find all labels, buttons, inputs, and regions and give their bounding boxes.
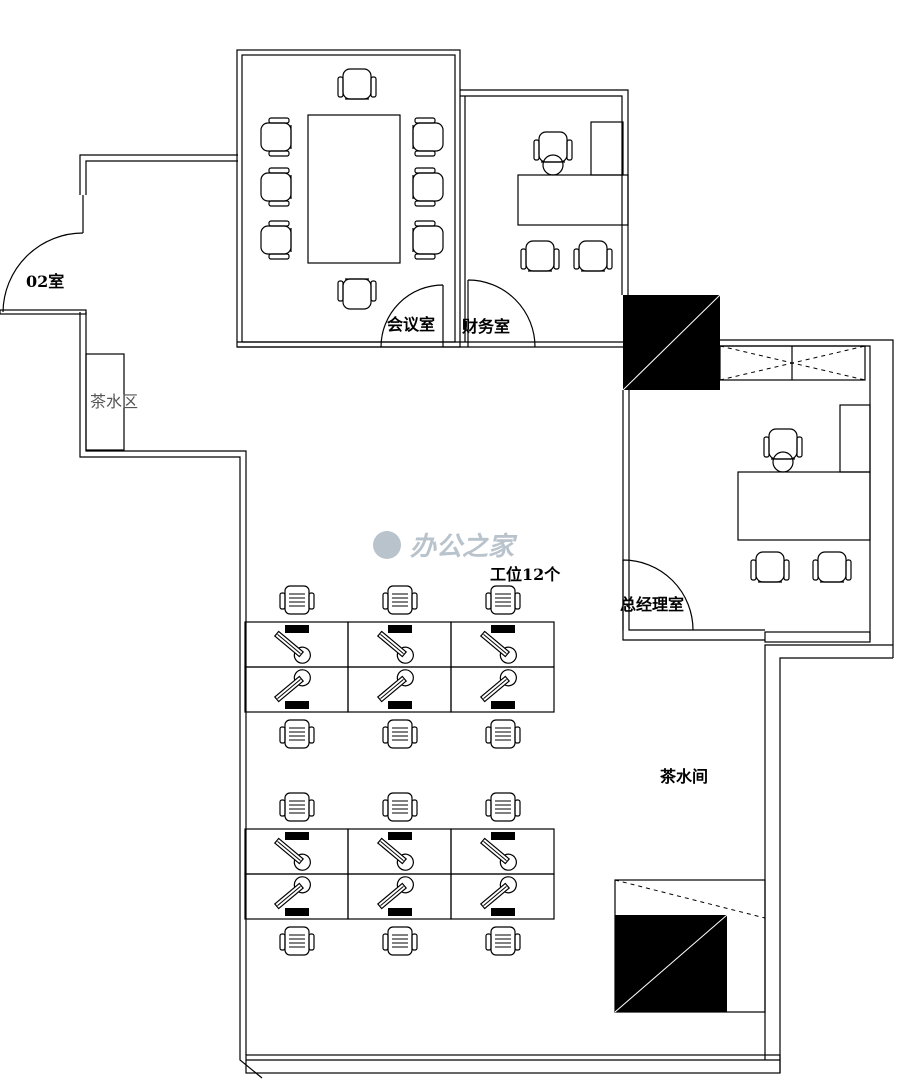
chair	[763, 428, 803, 460]
chair	[412, 117, 444, 157]
keyboard	[285, 908, 309, 916]
label-tea-room: 茶水间	[659, 767, 708, 786]
cabinet	[590, 121, 624, 176]
label-room-02: 02室	[26, 272, 64, 291]
workstation	[450, 666, 555, 749]
keyboard	[285, 832, 309, 840]
chair	[533, 131, 573, 163]
office-chair	[382, 719, 418, 749]
keyboard	[388, 625, 412, 633]
cabinet	[839, 404, 871, 473]
monitor	[273, 837, 311, 871]
office-chair	[382, 792, 418, 822]
label-finance-room: 财务室	[461, 317, 510, 336]
workstation	[347, 873, 452, 956]
workstation	[347, 666, 452, 749]
keyboard	[491, 908, 515, 916]
chair	[260, 167, 292, 207]
keyboard	[491, 701, 515, 709]
gm-desk	[737, 471, 871, 541]
workstation	[450, 792, 555, 875]
label-workstations: 工位12个	[490, 565, 561, 584]
chair	[520, 240, 560, 272]
finance-desk	[517, 174, 629, 226]
office-chair	[485, 585, 521, 615]
workstation	[450, 873, 555, 956]
office-chair	[382, 926, 418, 956]
office-chair	[279, 792, 315, 822]
office-chair	[485, 719, 521, 749]
chair	[750, 551, 790, 583]
keyboard	[388, 908, 412, 916]
monitor	[479, 669, 517, 703]
keyboard	[285, 701, 309, 709]
chair	[812, 551, 852, 583]
label-meeting-room: 会议室	[387, 315, 435, 334]
monitor	[273, 669, 311, 703]
office-chair	[485, 792, 521, 822]
keyboard	[491, 625, 515, 633]
office-chair	[382, 585, 418, 615]
keyboard	[491, 832, 515, 840]
monitor	[376, 837, 414, 871]
keyboard	[388, 701, 412, 709]
monitor	[376, 876, 414, 910]
workstation	[347, 792, 452, 875]
workstation	[244, 585, 349, 668]
office-chair	[485, 926, 521, 956]
chair	[260, 220, 292, 260]
watermark-logo	[373, 531, 401, 559]
monitor	[479, 630, 517, 664]
chair	[412, 220, 444, 260]
meeting-table	[307, 114, 401, 264]
person	[772, 451, 794, 473]
monitor	[376, 669, 414, 703]
workstation	[244, 792, 349, 875]
monitor	[273, 876, 311, 910]
monitor	[273, 630, 311, 664]
office-chair	[279, 926, 315, 956]
monitor	[479, 876, 517, 910]
person	[542, 154, 564, 176]
keyboard	[285, 625, 309, 633]
chair	[412, 167, 444, 207]
doors	[380, 279, 694, 631]
label-gm-office: 总经理室	[620, 595, 684, 614]
watermark-text: 办公之家	[410, 532, 518, 562]
chair	[260, 117, 292, 157]
workstation	[244, 666, 349, 749]
chair	[337, 68, 377, 100]
label-tea-area: 茶水区	[90, 392, 138, 411]
workstation	[244, 873, 349, 956]
monitor	[479, 837, 517, 871]
office-chair	[279, 719, 315, 749]
chair	[573, 240, 613, 272]
workstation	[450, 585, 555, 668]
walls	[0, 49, 894, 1079]
keyboard	[388, 832, 412, 840]
monitor	[376, 630, 414, 664]
office-chair	[279, 585, 315, 615]
furniture	[244, 68, 871, 956]
workstation	[347, 585, 452, 668]
chair	[337, 278, 377, 310]
